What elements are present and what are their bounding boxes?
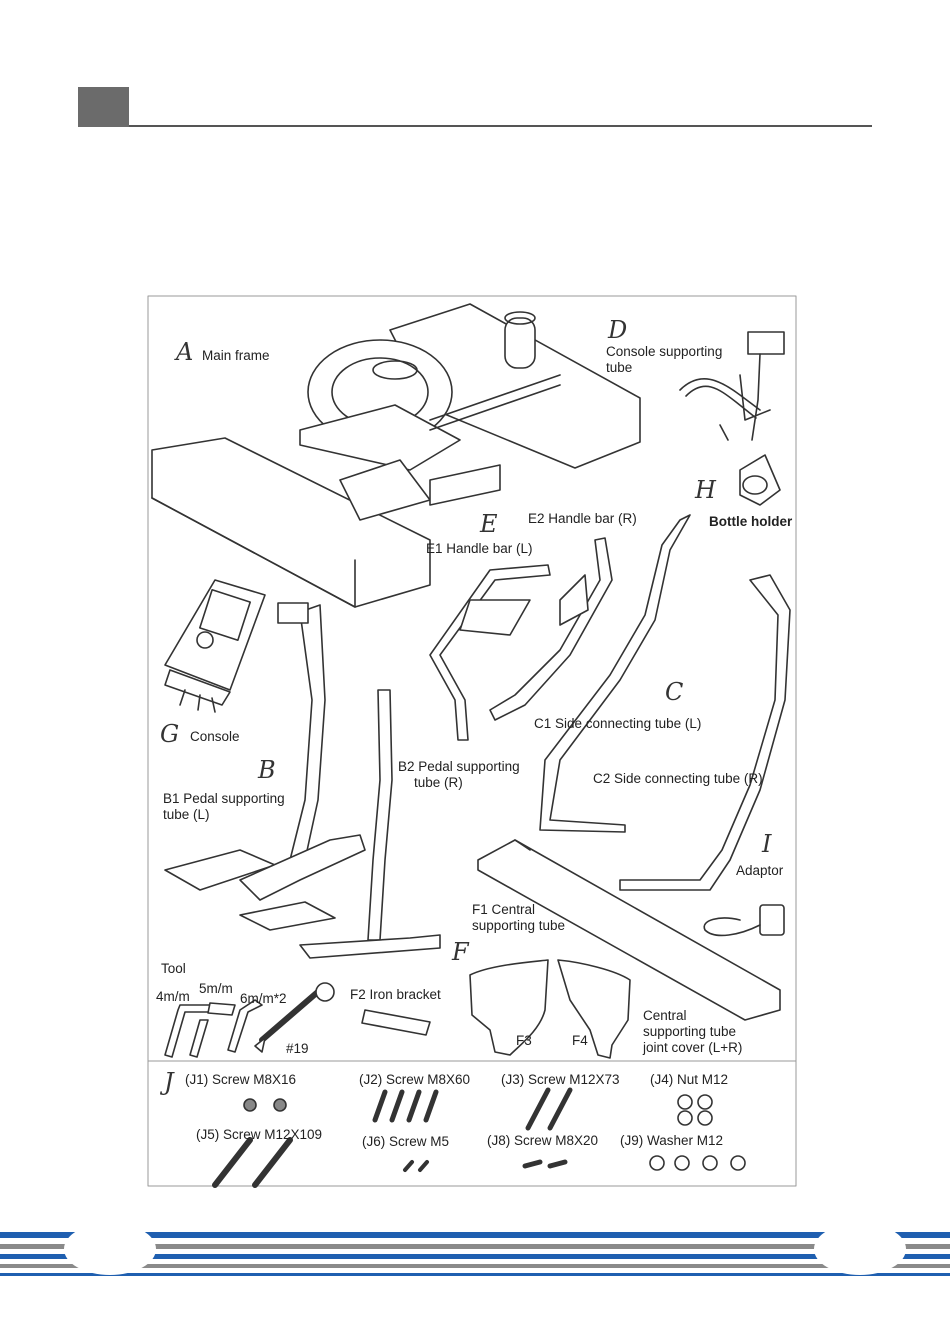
joint-covers-illustration [469, 959, 631, 1059]
part-letter-g: G [160, 720, 180, 748]
label-j9: (J9) Washer M12 [620, 1133, 724, 1148]
hardware-illustration [212, 1087, 746, 1188]
part-letter-i: I [762, 830, 772, 858]
part-letter-e: E [480, 510, 498, 538]
label-b1-pedal-tube-2: tube (L) [163, 807, 210, 822]
label-j5: (J5) Screw M12X109 [196, 1127, 323, 1142]
label-j6: (J6) Screw M5 [362, 1134, 450, 1149]
label-c1-side-tube: C1 Side connecting tube (L) [534, 716, 702, 731]
section-header-rule [129, 125, 872, 127]
iron-bracket-illustration [361, 1009, 431, 1036]
label-console-supporting-tube-1: Console supporting [606, 344, 723, 359]
footer-stripes [0, 1228, 950, 1276]
label-f1-central-tube-2: supporting tube [472, 918, 566, 933]
part-letter-b: B [258, 756, 276, 784]
part-letter-j: J [164, 1068, 174, 1096]
label-bottle-holder: Bottle holder [709, 514, 793, 529]
label-joint-cover-3: joint cover (L+R) [643, 1040, 743, 1055]
label-f4: F4 [572, 1033, 588, 1048]
label-console: Console [190, 729, 240, 744]
side-connecting-tubes-illustration [539, 514, 791, 891]
part-letter-h: H [695, 476, 716, 504]
label-f3: F3 [516, 1033, 532, 1048]
footer-left-oval [64, 1228, 156, 1275]
label-tool-6mm: 6m/m*2 [240, 991, 287, 1006]
label-f1-central-tube-1: F1 Central [472, 902, 536, 917]
label-e1-handle-bar: E1 Handle bar (L) [426, 541, 533, 556]
bottle-holder-illustration [739, 454, 781, 506]
diagram-border [147, 295, 797, 1187]
console-illustration [164, 579, 266, 713]
pedal-supporting-tubes-illustration [164, 602, 441, 959]
label-tool-5mm: 5m/m [199, 981, 233, 996]
label-f2-iron-bracket: F2 Iron bracket [350, 987, 441, 1002]
label-console-supporting-tube-2: tube [606, 360, 633, 375]
adaptor-illustration [703, 904, 785, 937]
label-joint-cover-1: Central [643, 1008, 687, 1023]
handle-bars-illustration [429, 537, 613, 741]
label-joint-cover-2: supporting tube [643, 1024, 737, 1039]
part-letter-a: A [176, 338, 194, 366]
label-j8: (J8) Screw M8X20 [487, 1133, 599, 1148]
section-header-box [78, 87, 129, 127]
label-j2: (J2) Screw M8X60 [359, 1072, 471, 1087]
label-j4: (J4) Nut M12 [650, 1072, 729, 1087]
label-j3: (J3) Screw M12X73 [501, 1072, 620, 1087]
part-letter-f: F [452, 938, 469, 966]
console-supporting-tube-illustration [679, 331, 785, 441]
footer-right-oval [814, 1228, 906, 1275]
main-frame-illustration [151, 303, 641, 608]
label-j1: (J1) Screw M8X16 [185, 1072, 297, 1087]
tools-illustration [164, 982, 335, 1058]
part-letter-d: D [608, 316, 628, 344]
label-b1-pedal-tube-1: B1 Pedal supporting [163, 791, 285, 806]
label-main-frame: Main frame [202, 348, 270, 363]
label-tool-19: #19 [286, 1041, 309, 1056]
label-b2-pedal-tube-1: B2 Pedal supporting [398, 759, 520, 774]
central-supporting-tube-illustration [477, 839, 781, 1021]
label-e2-handle-bar: E2 Handle bar (R) [528, 511, 637, 526]
label-adaptor: Adaptor [736, 863, 784, 878]
label-tool-4mm: 4m/m [156, 989, 190, 1004]
part-letter-c: C [665, 678, 684, 706]
label-b2-pedal-tube-2: tube (R) [414, 775, 463, 790]
label-c2-side-tube: C2 Side connecting tube (R) [593, 771, 763, 786]
label-tool: Tool [161, 961, 186, 976]
